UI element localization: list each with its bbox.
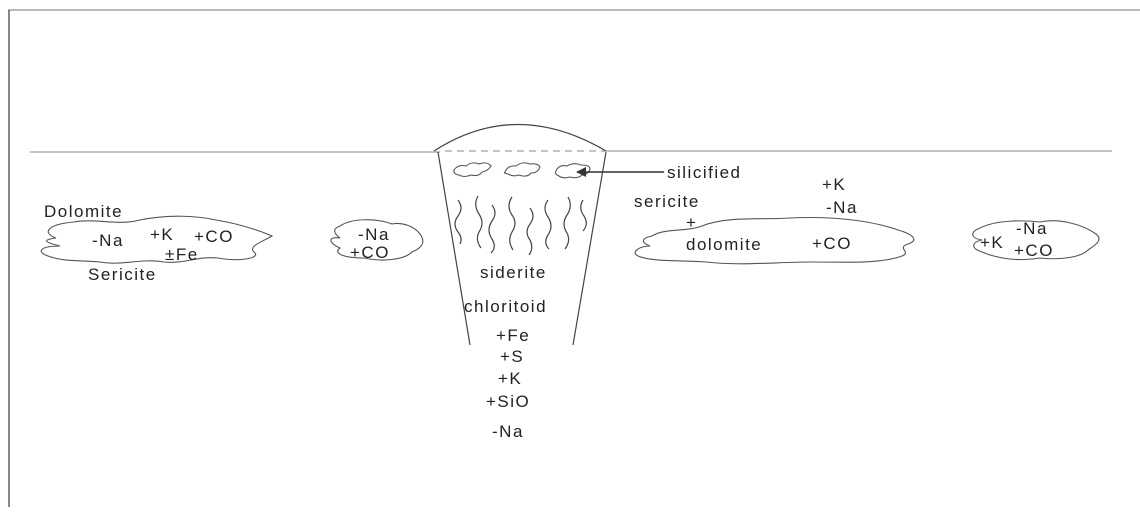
label-right-plus: + xyxy=(686,213,697,232)
veins xyxy=(455,196,586,255)
label-right-k: +K xyxy=(822,175,846,194)
label-sericite-left: Sericite xyxy=(88,265,157,284)
label-vent-fe: +Fe xyxy=(496,326,530,345)
label-right-na: -Na xyxy=(826,198,858,217)
right-alteration-blob xyxy=(635,218,914,264)
label-left-k: +K xyxy=(150,225,174,244)
label-vent-sio: +SiO xyxy=(486,392,530,411)
label-left-co: +CO xyxy=(194,227,234,246)
silicified-blob-2 xyxy=(504,163,540,176)
label-sericite-right: sericite xyxy=(634,192,700,211)
label-far-na: -Na xyxy=(1016,219,1048,238)
label-far-k: +K xyxy=(980,233,1004,252)
label-vent-na: -Na xyxy=(492,422,524,441)
label-silicified: silicified xyxy=(667,163,742,182)
vent-wall-left xyxy=(438,152,470,345)
label-left-fe: ±Fe xyxy=(165,245,199,264)
label-small-co: +CO xyxy=(350,243,390,262)
vent-wall-right xyxy=(573,152,606,345)
silicified-blob-1 xyxy=(454,163,491,177)
label-vent-k: +K xyxy=(498,369,522,388)
mound-cap xyxy=(434,125,606,152)
label-dolomite-right: dolomite xyxy=(686,235,762,254)
label-small-na: -Na xyxy=(358,225,390,244)
label-dolomite-left: Dolomite xyxy=(44,202,123,221)
label-far-co: +CO xyxy=(1014,241,1054,260)
label-siderite: siderite xyxy=(480,263,547,282)
label-right-co: +CO xyxy=(812,234,852,253)
label-vent-s: +S xyxy=(500,347,524,366)
label-left-na: -Na xyxy=(92,231,124,250)
label-chloritoid: chloritoid xyxy=(464,297,547,316)
